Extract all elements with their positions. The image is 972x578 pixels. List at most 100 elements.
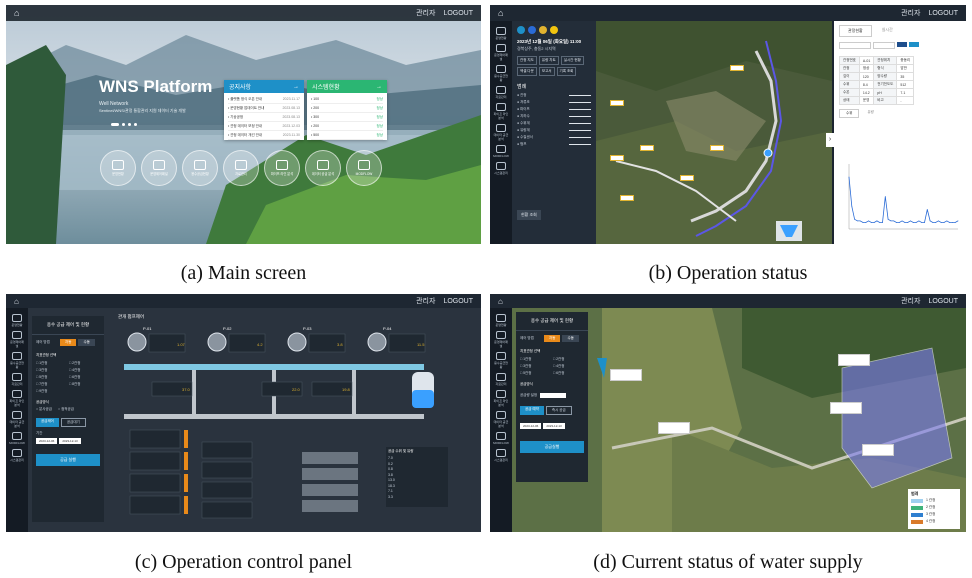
date-from-input[interactable]: 2023-12-06 xyxy=(36,438,58,444)
sidebar-item[interactable]: MODFLOW xyxy=(493,432,509,445)
collapse-handle[interactable]: › xyxy=(826,133,834,147)
supply-standby-button[interactable]: 공급대기 xyxy=(60,418,86,427)
map-marker-label[interactable] xyxy=(640,145,654,151)
well-checkbox[interactable]: □ 3관정 xyxy=(520,364,532,368)
sidebar-item[interactable]: 운영제어패널 xyxy=(9,331,25,348)
ops-query-button[interactable]: 현황 조회 xyxy=(517,210,541,220)
date-from-input[interactable]: 2023-12-06 xyxy=(520,423,542,429)
well-checkbox[interactable]: □ 8관정 xyxy=(69,382,81,386)
valve-box[interactable] xyxy=(201,481,253,499)
main-menu-item[interactable]: MODFLOW xyxy=(346,150,382,186)
sidebar-item[interactable]: 시스템관리 xyxy=(9,449,25,462)
map-marker-label[interactable] xyxy=(680,175,694,181)
well-checkbox[interactable]: □ 2관정 xyxy=(553,357,565,361)
run-supply-button[interactable]: 공급실행 xyxy=(520,441,584,453)
map-marker-label[interactable] xyxy=(610,155,624,161)
map-marker-label[interactable] xyxy=(730,65,744,71)
admin-link[interactable]: 관리자 xyxy=(901,10,921,17)
sidebar-item[interactable]: 데이터 공급 분석 xyxy=(9,411,25,428)
sidebar-item[interactable]: 시스템관리 xyxy=(493,449,509,462)
legend-row[interactable]: ● 지하수 xyxy=(517,113,591,120)
legend-row[interactable]: ● 유량계 xyxy=(517,127,591,134)
sidebar-item[interactable]: 운영현황 xyxy=(493,314,509,327)
legend-row[interactable]: ● 수질센서 xyxy=(517,134,591,141)
sidebar-item[interactable]: 파이프 라인 분석 xyxy=(9,390,25,407)
map-marker-label[interactable] xyxy=(710,145,724,151)
legend-row[interactable]: ● 관정 xyxy=(517,92,591,99)
map-marker-label[interactable] xyxy=(610,100,624,106)
sidebar-item[interactable]: 용수공급현황 xyxy=(493,65,509,82)
date-to-input[interactable]: 2023-12-13 xyxy=(543,423,565,429)
main-menu-item[interactable]: 운영제어패널 xyxy=(141,150,177,186)
ops-button[interactable]: 기록 조회 xyxy=(556,67,577,76)
sidebar-item[interactable]: MODFLOW xyxy=(493,145,509,158)
mode-manual-button[interactable]: 수동 xyxy=(78,339,95,346)
supply-spray-radio[interactable]: ○ 분사공급 xyxy=(36,407,52,411)
pump-icon[interactable] xyxy=(127,332,147,352)
pump-icon[interactable] xyxy=(207,332,227,352)
valve-box[interactable] xyxy=(129,495,181,515)
main-menu-item[interactable]: 운영현황 xyxy=(100,150,136,186)
date-to-input[interactable]: 2023-12-13 xyxy=(59,438,81,444)
map-marker-label[interactable] xyxy=(620,195,634,201)
mode-auto-button[interactable]: 자동 xyxy=(544,335,561,342)
well-checkbox[interactable]: □ 3관정 xyxy=(36,368,48,372)
amount-input[interactable] xyxy=(540,393,567,398)
valve-box[interactable] xyxy=(129,451,181,471)
chart-tab[interactable]: 유량 xyxy=(867,110,874,114)
satellite-map[interactable] xyxy=(596,21,832,244)
slide-indicator[interactable] xyxy=(111,123,137,126)
sidebar-item[interactable]: 운영현황 xyxy=(9,314,25,327)
sidebar-item[interactable]: 운영제어패널 xyxy=(493,44,509,61)
logout-link[interactable]: LOGOUT xyxy=(928,297,958,305)
legend-row[interactable]: ● 펌프 xyxy=(517,141,591,148)
admin-link[interactable]: 관리자 xyxy=(901,298,921,305)
well-checkbox[interactable]: □ 6관정 xyxy=(553,371,565,375)
home-icon[interactable]: ⌂ xyxy=(498,296,503,306)
immediate-supply-button[interactable]: 즉시 공급 xyxy=(545,406,572,415)
reserve-supply-button[interactable]: 공급 예약 xyxy=(520,406,544,415)
well-checkbox[interactable]: □ 4관정 xyxy=(69,368,81,372)
arrow-right-icon[interactable]: → xyxy=(293,83,299,90)
chart-tab[interactable]: 수위 xyxy=(839,109,860,118)
admin-link[interactable]: 관리자 xyxy=(416,298,436,305)
sidebar-item[interactable]: 데이터 공급 분석 xyxy=(493,124,509,141)
system-header[interactable]: 시스템현황→ xyxy=(307,80,387,93)
map-marker-label[interactable] xyxy=(862,444,894,456)
sidebar-item[interactable]: 용수공급현황 xyxy=(9,352,25,369)
well-checkbox[interactable]: □ 1관정 xyxy=(36,361,48,365)
map-marker-label[interactable] xyxy=(658,422,690,434)
well-checkbox[interactable]: □ 7관정 xyxy=(36,382,48,386)
sidebar-item[interactable]: 파이프 라인 분석 xyxy=(493,390,509,407)
valve-box[interactable] xyxy=(201,441,253,459)
run-supply-button[interactable]: 공급 실행 xyxy=(36,454,100,466)
valve-box[interactable] xyxy=(201,461,253,479)
well-checkbox[interactable]: □ 4관정 xyxy=(553,364,565,368)
sidebar-item[interactable]: MODFLOW xyxy=(9,432,25,445)
map-marker-label[interactable] xyxy=(830,402,862,414)
well-checkbox[interactable]: □ 1관정 xyxy=(520,357,532,361)
valve-box[interactable] xyxy=(129,429,181,449)
well-checkbox[interactable]: □ 6관정 xyxy=(69,375,81,379)
sidebar-item[interactable]: 데이터 공급 분석 xyxy=(493,411,509,428)
main-menu-item[interactable]: 용수공급현황 xyxy=(182,150,218,186)
sidebar-item[interactable]: 운영제어패널 xyxy=(493,331,509,348)
legend-row[interactable]: ● 수위계 xyxy=(517,120,591,127)
legend-row[interactable]: ● 파이프 xyxy=(517,106,591,113)
logout-link[interactable]: LOGOUT xyxy=(443,9,473,17)
logout-link[interactable]: LOGOUT xyxy=(443,297,473,305)
ops-button[interactable]: 유량 차트 xyxy=(538,56,559,65)
sidebar-item[interactable]: 자료관리 xyxy=(493,86,509,99)
notice-header[interactable]: 공지사항→ xyxy=(224,80,304,93)
arrow-right-icon[interactable]: → xyxy=(376,83,382,90)
main-menu-item[interactable]: 자료관리 xyxy=(223,150,259,186)
well-checkbox[interactable]: □ 2관정 xyxy=(69,361,81,365)
valve-box[interactable] xyxy=(201,501,253,519)
